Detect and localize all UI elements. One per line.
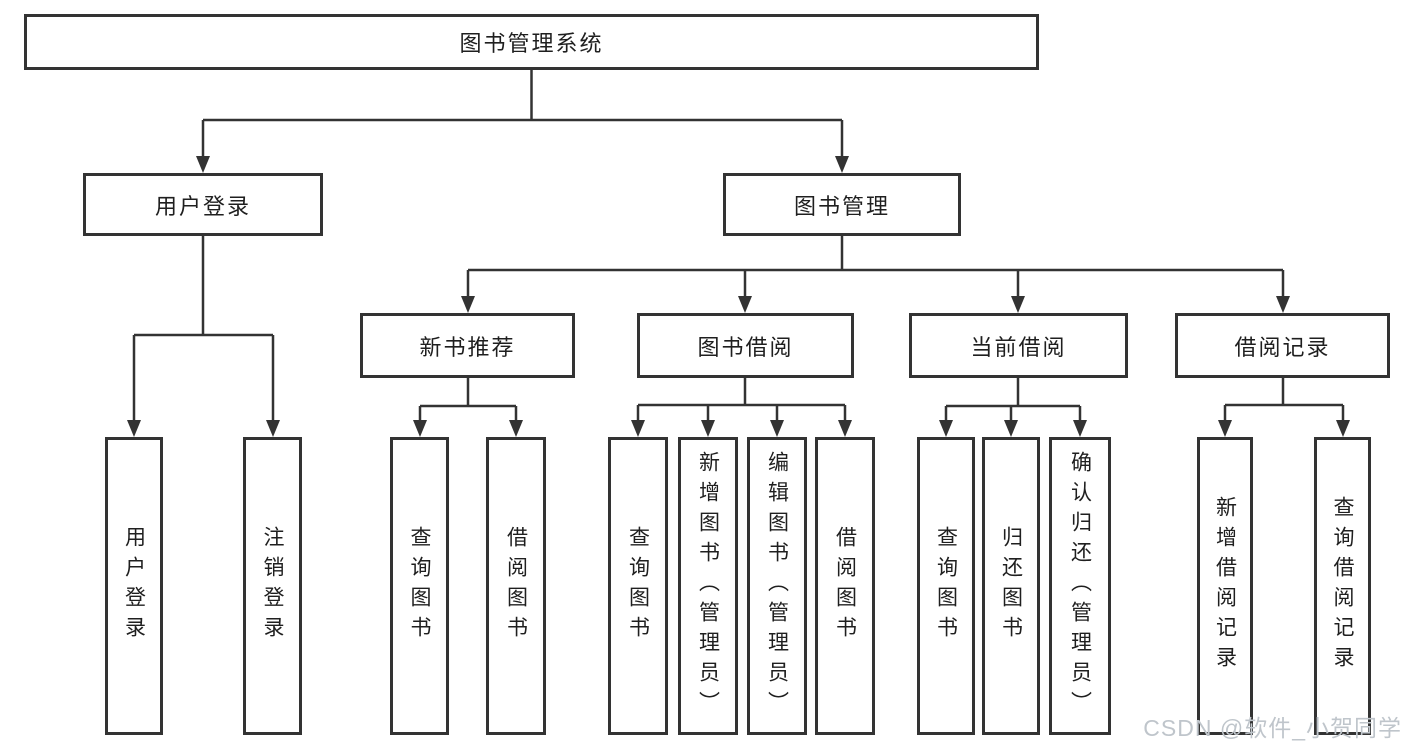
leaf-add-borrow-record: 新增借阅记录 [1197, 437, 1253, 735]
leaf-logout-login: 注销登录 [243, 437, 302, 735]
node-new-book-recommend: 新书推荐 [360, 313, 575, 378]
csdn-watermark: CSDN @软件_小贺同学 [1143, 715, 1402, 741]
node-borrow-records: 借阅记录 [1175, 313, 1390, 378]
node-book-management: 图书管理 [723, 173, 961, 236]
leaf-user-login: 用户登录 [105, 437, 163, 735]
leaf-query-books-recommend: 查询图书 [390, 437, 449, 735]
node-book-borrow: 图书借阅 [637, 313, 854, 378]
leaf-borrow-books: 借阅图书 [815, 437, 875, 735]
leaf-query-borrow-record: 查询借阅记录 [1314, 437, 1371, 735]
leaf-borrow-books-recommend: 借阅图书 [486, 437, 546, 735]
node-user-login: 用户登录 [83, 173, 323, 236]
node-current-borrow: 当前借阅 [909, 313, 1128, 378]
arrowheads [127, 156, 1350, 437]
leaf-add-books-admin: 新增图书（管理员） [678, 437, 738, 735]
node-root-system: 图书管理系统 [24, 14, 1039, 70]
leaf-query-books-borrow: 查询图书 [608, 437, 668, 735]
leaf-query-books-current: 查询图书 [917, 437, 975, 735]
leaf-return-books: 归还图书 [982, 437, 1040, 735]
leaf-confirm-return-admin: 确认归还（管理员） [1049, 437, 1111, 735]
leaf-edit-books-admin: 编辑图书（管理员） [747, 437, 807, 735]
